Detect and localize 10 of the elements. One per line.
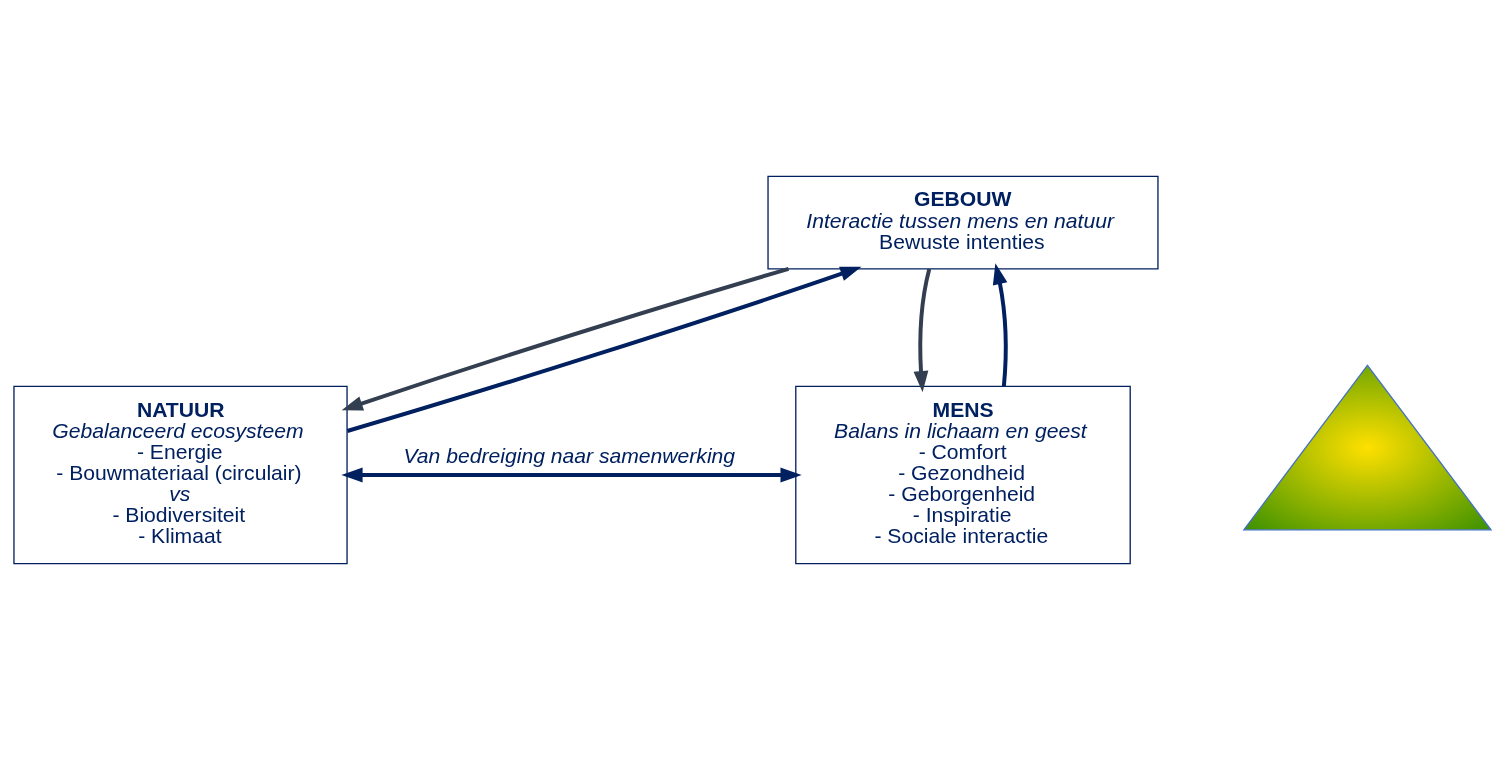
arrow (341, 266, 790, 411)
node-box: NATUUR Gebalanceerd ecosysteem - Energie - Bouwmateriaal (circulair) vs - Biodiversiteit - Klimaat (13, 385, 348, 565)
node-box: MENS Balans in lichaam en geest - Comfort - Gezondheid - Geborgenheid - Inspiratie - Sociale interactie (795, 385, 1131, 565)
node-triangle (1242, 364, 1493, 531)
arrow (913, 268, 932, 393)
edge-label: Van bedreiging naar samenwerking (403, 443, 736, 467)
arrow (992, 263, 1008, 387)
node-box: GEBOUW Interactie tussen mens en natuur Bewuste intenties (767, 175, 1159, 270)
arrow (346, 266, 862, 433)
arrow (341, 467, 802, 483)
